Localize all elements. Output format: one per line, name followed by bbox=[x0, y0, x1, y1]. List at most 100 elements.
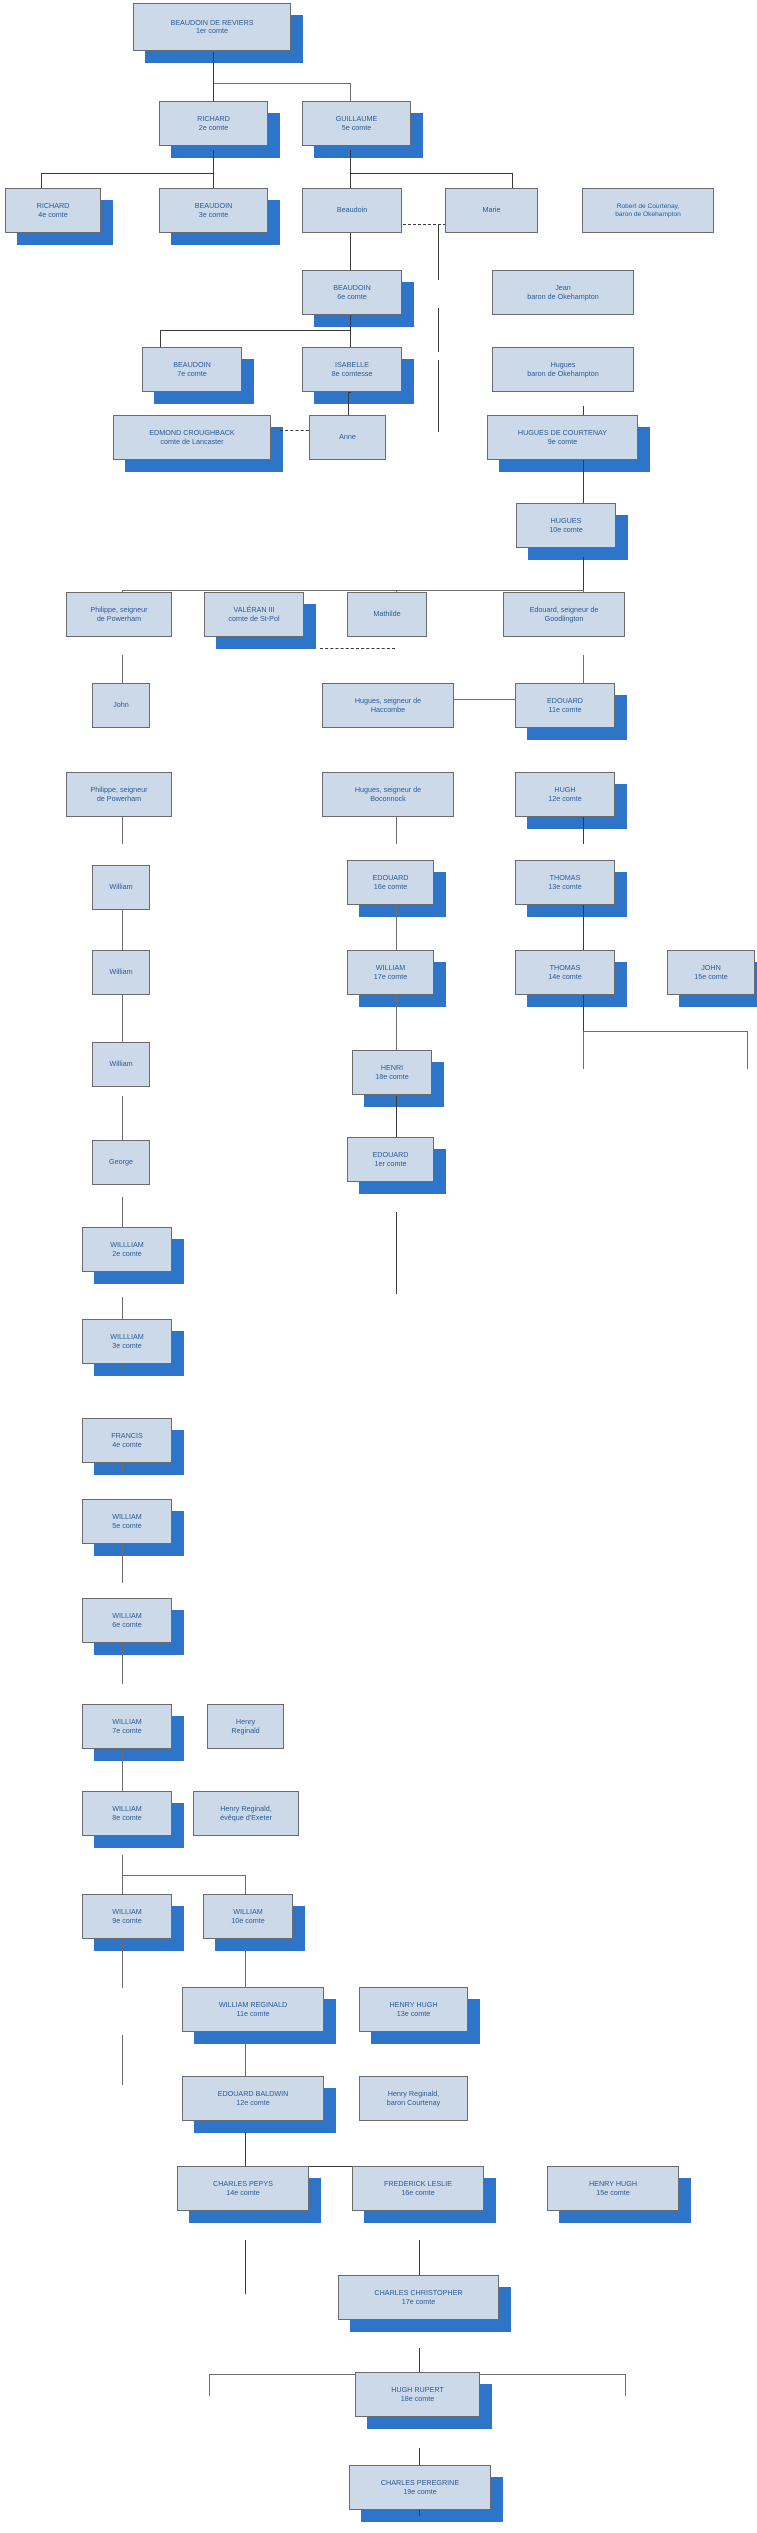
person-title: 6e comte bbox=[337, 291, 367, 301]
connector-line bbox=[396, 993, 397, 1069]
person-node[interactable]: John bbox=[92, 683, 150, 728]
connector-line bbox=[396, 887, 397, 965]
person-name: HENRY HUGH bbox=[389, 2000, 438, 2010]
person-node[interactable]: Robert de Courtenay,baron de Okehampton bbox=[582, 188, 714, 233]
person-name: FRANCIS bbox=[111, 1431, 143, 1441]
connector-line bbox=[438, 308, 439, 352]
person-name: John bbox=[113, 700, 129, 710]
person-name: BEAUDOIN DE REVIERS bbox=[170, 17, 254, 27]
person-name: HUGH RUPERT bbox=[391, 2385, 444, 2395]
person-name: Henry Reginald, bbox=[387, 2089, 440, 2099]
person-name: HUGUES bbox=[550, 516, 582, 526]
person-node[interactable]: Mathilde bbox=[347, 592, 427, 637]
person-name: Robert de Courtenay, bbox=[616, 202, 680, 210]
person-node[interactable]: Anne bbox=[309, 415, 386, 460]
person-title: 1er comte bbox=[374, 1158, 407, 1168]
person-title: 4e comte bbox=[112, 1439, 142, 1449]
person-node[interactable]: George bbox=[92, 1140, 150, 1185]
person-node[interactable]: William bbox=[92, 1042, 150, 1087]
person-node[interactable]: Henry Reginald,évêque d'Exeter bbox=[193, 1791, 299, 1836]
person-node[interactable]: William bbox=[92, 865, 150, 910]
person-name: BEAUDOIN bbox=[194, 201, 233, 211]
person-name: EDOUARD bbox=[372, 873, 409, 883]
person-name: Jean bbox=[555, 283, 571, 293]
connector-line bbox=[350, 173, 513, 174]
person-name: THOMAS bbox=[549, 873, 581, 883]
person-name: VALÉRAN III bbox=[233, 605, 275, 615]
person-title: 2e comte bbox=[198, 122, 229, 132]
person-node[interactable]: Marie bbox=[445, 188, 538, 233]
connector-line bbox=[583, 887, 584, 965]
connector-line bbox=[747, 1031, 748, 1069]
person-name: JOHN bbox=[701, 963, 721, 973]
person-title: 5e comte bbox=[112, 1520, 142, 1530]
person-name: WILLLIAM bbox=[110, 1332, 144, 1342]
connector-line bbox=[41, 173, 214, 174]
person-node[interactable]: Henry Reginald,baron Courtenay bbox=[359, 2076, 468, 2121]
connector-line bbox=[245, 1942, 246, 1988]
person-node[interactable]: Beaudoin bbox=[302, 188, 402, 233]
connector-line bbox=[350, 150, 351, 173]
person-name: EDOUARD bbox=[547, 696, 583, 706]
person-title: 18e comte bbox=[400, 2393, 435, 2403]
person-title: 10e comte bbox=[231, 1915, 265, 1925]
connector-line bbox=[350, 173, 351, 195]
person-name: CHARLES CHRISTOPHER bbox=[374, 2288, 463, 2298]
connector-line bbox=[245, 2240, 246, 2294]
person-title: de Powerham bbox=[96, 613, 142, 623]
connector-line bbox=[583, 1031, 748, 1032]
person-node[interactable]: William bbox=[92, 950, 150, 995]
connector-line bbox=[122, 1942, 123, 1988]
person-name: BEAUDOIN bbox=[173, 360, 211, 370]
person-title: Goodlington bbox=[544, 613, 584, 623]
connector-line bbox=[350, 83, 351, 105]
